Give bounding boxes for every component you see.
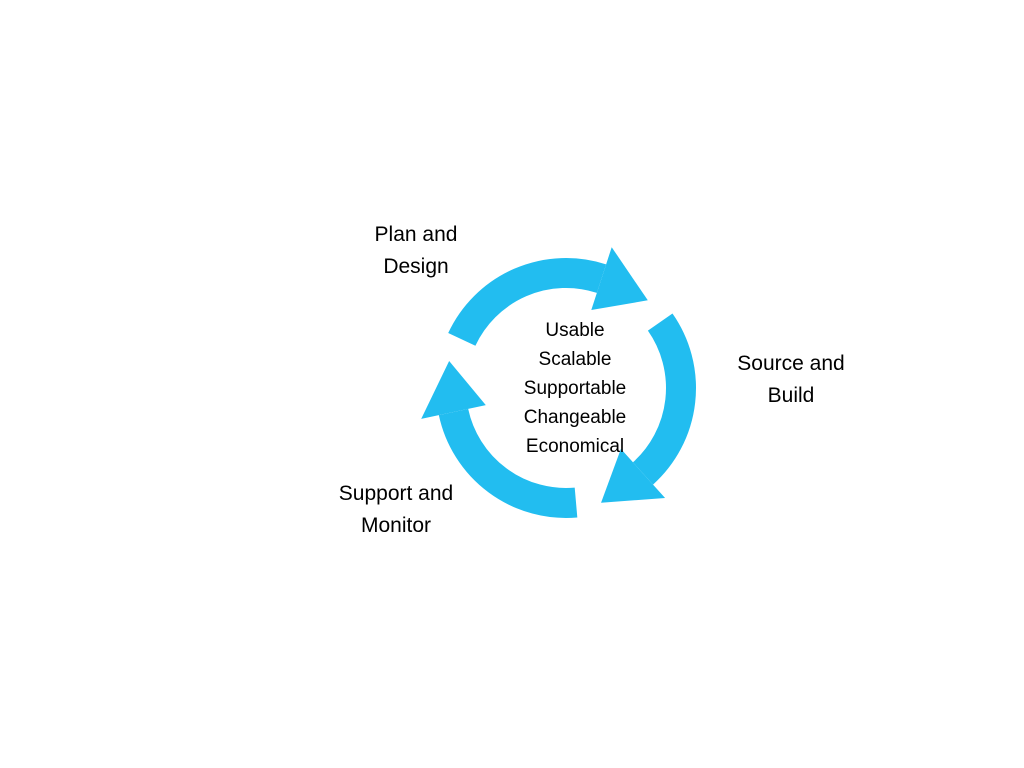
label-line: Build	[767, 384, 815, 407]
label-line: Plan and	[374, 223, 458, 246]
cycle-center-list: Usable Scalable Supportable Changeable E…	[486, 316, 664, 461]
label-line: Support and	[338, 482, 454, 505]
cycle-arc-right	[632, 313, 696, 485]
label-source-and-build: Source and Build	[681, 348, 901, 412]
label-line: Source and	[737, 352, 845, 375]
arrowhead-up-icon	[421, 361, 486, 419]
cycle-arc-left	[438, 408, 578, 518]
cycle-center-item: Scalable	[538, 349, 612, 370]
label-plan-and-design: Plan and Design	[306, 219, 526, 283]
cycle-arrow-right	[601, 313, 696, 503]
arrowhead-down-left-icon	[601, 448, 666, 503]
cycle-arrow-left	[421, 361, 578, 518]
label-support-and-monitor: Support and Monitor	[286, 478, 506, 542]
cycle-center-item: Usable	[545, 320, 605, 341]
cycle-center-item: Supportable	[523, 378, 627, 399]
cycle-arrow-top	[448, 247, 648, 347]
label-line: Monitor	[360, 514, 432, 537]
arrowhead-right-icon	[591, 247, 648, 310]
cycle-diagram	[421, 247, 696, 518]
cycle-center-item: Economical	[525, 436, 625, 457]
cycle-center-item: Changeable	[523, 407, 627, 428]
label-line: Design	[383, 255, 449, 278]
cycle-arc-top	[448, 258, 607, 347]
